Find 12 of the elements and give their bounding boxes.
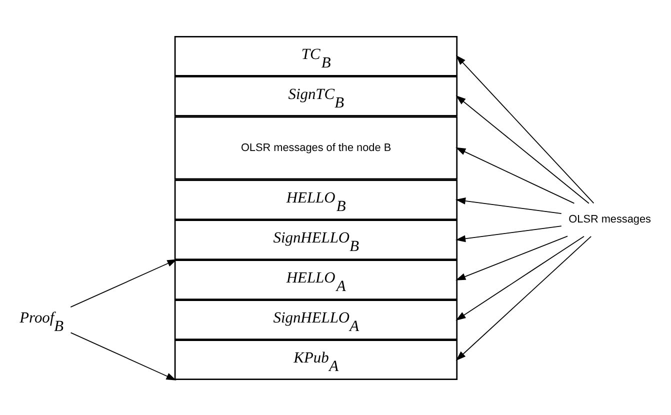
arrow xyxy=(456,54,594,204)
arrow xyxy=(456,235,568,280)
arrow xyxy=(70,332,176,380)
arrow xyxy=(456,94,590,204)
node-text: OLSR messages xyxy=(568,213,652,226)
node-box: OLSR messages of the node B xyxy=(174,116,458,180)
arrow xyxy=(456,225,562,242)
arrow xyxy=(456,235,592,360)
arrow xyxy=(456,235,584,320)
arrow xyxy=(456,196,562,214)
arrow xyxy=(456,146,575,204)
arrow xyxy=(70,258,178,308)
